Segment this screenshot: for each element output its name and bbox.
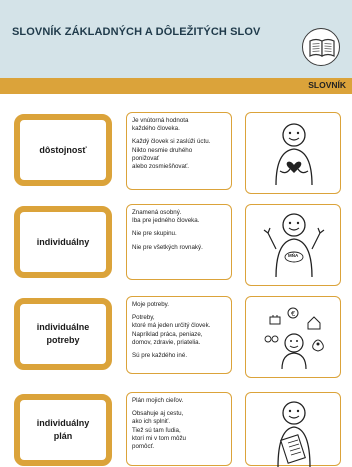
heart-person-icon [275, 123, 313, 186]
word-label: dôstojnosť [39, 144, 87, 155]
picture-label: MŇA [288, 253, 299, 258]
section-band: SLOVNÍK [0, 78, 352, 94]
word-card-dostojnost: dôstojnosť [14, 114, 112, 186]
plan-person-icon [277, 401, 311, 467]
svg-text:€: € [291, 310, 295, 318]
word-label: individuálny plán [36, 418, 90, 441]
needs-person-icon: € [264, 307, 324, 370]
definition-text: Je vnútorná hodnota každého človeka. [132, 117, 189, 133]
definition-text: Plán mojich cieľov. [132, 397, 184, 404]
definition-card-individualny: Znamená osobný. Iba pre jedného človeka.… [126, 204, 232, 280]
book-icon [309, 38, 335, 57]
picture-card-dostojnost [245, 112, 341, 194]
definition-text: Každý človek si zaslúži úctu. Nikto nesm… [132, 138, 211, 171]
page-title: SLOVNÍK ZÁKLADNÝCH A DÔLEŽITÝCH SLOV [12, 26, 261, 38]
word-label: individuálne potreby [36, 322, 90, 345]
definition-card-dostojnost: Je vnútorná hodnota každého človeka. Kaž… [126, 112, 232, 190]
definition-text: Nie pre skupinu. [132, 230, 177, 238]
picture-card-individualny-plan [245, 392, 341, 467]
word-card-individualny: individuálny [14, 206, 112, 278]
word-label: individuálny [36, 236, 90, 247]
definition-text: Nie pre všetkých rovnaký. [132, 243, 203, 251]
definition-text: Sú pre každého iné. [132, 352, 188, 360]
book-badge [302, 28, 340, 66]
definition-card-individualny-plan: Plán mojich cieľov. Obsahuje aj cestu, a… [126, 392, 232, 466]
definition-card-individualne-potreby: Moje potreby. Potreby, ktoré má jeden ur… [126, 296, 232, 374]
picture-card-individualne-potreby: € [245, 296, 341, 378]
me-person-icon [263, 213, 325, 278]
page-header: SLOVNÍK ZÁKLADNÝCH A DÔLEŽITÝCH SLOV [0, 0, 352, 78]
definition-text: Moje potreby. [132, 301, 170, 308]
definition-text: Obsahuje aj cestu, ako ich splniť. Tiež … [132, 410, 186, 451]
word-card-individualne-potreby: individuálne potreby [14, 298, 112, 370]
word-card-individualny-plan: individuálny plán [14, 394, 112, 466]
definition-text: Potreby, ktoré má jeden určitý človek. N… [132, 314, 211, 346]
picture-card-individualny: MŇA [245, 204, 341, 286]
section-label: SLOVNÍK [308, 80, 346, 90]
definition-text: Znamená osobný. Iba pre jedného človeka. [132, 209, 200, 225]
